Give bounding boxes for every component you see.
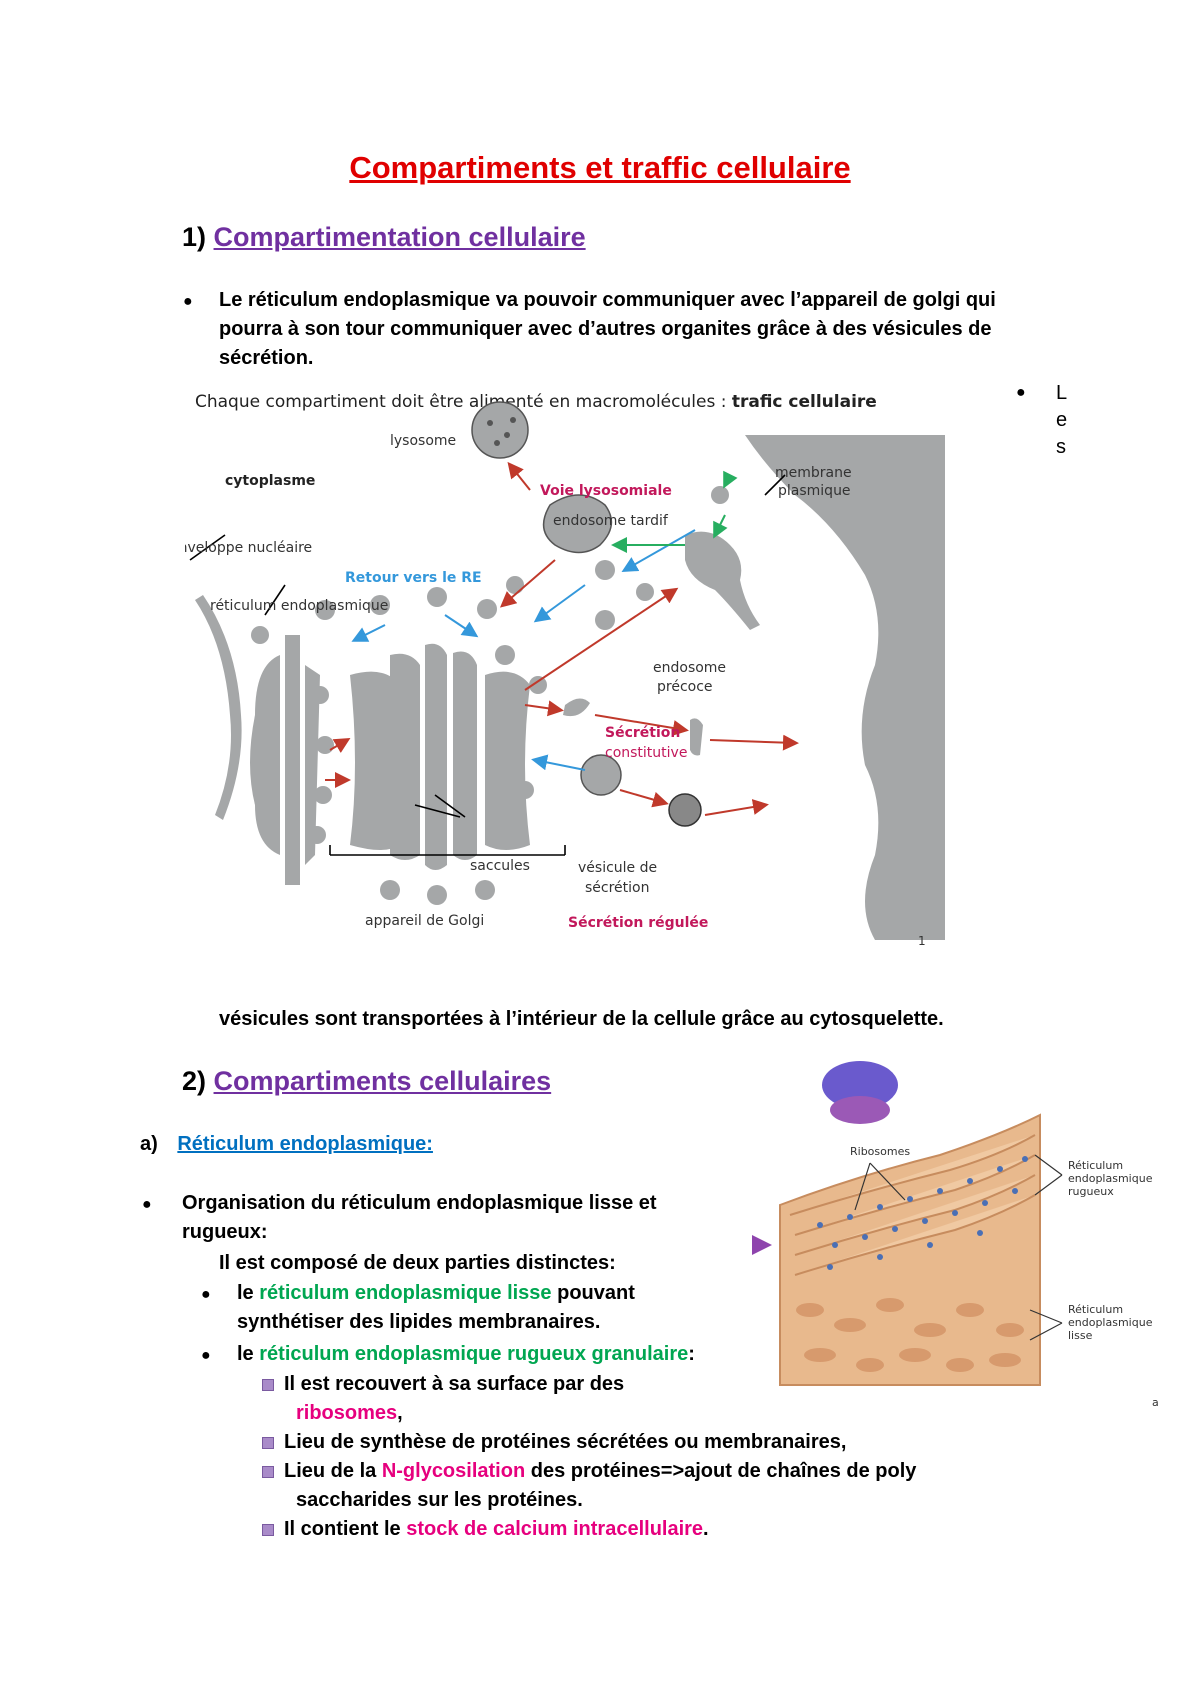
ribosomes-term: ribosomes: [296, 1402, 398, 1424]
golgi-stack: [350, 643, 530, 870]
side-letter: s: [1056, 436, 1066, 458]
rel-bullet: le réticulum endoplasmique lisse pouvant…: [237, 1282, 635, 1333]
section1-line: sécrétion.: [219, 347, 314, 369]
subsection-heading: a) Réticulum endoplasmique:: [140, 1130, 433, 1159]
side-letter: L: [1056, 382, 1068, 404]
nuclear-envelope-shape: [195, 595, 242, 820]
label-constitutive: constitutive: [605, 745, 687, 761]
label-lysosome: lysosome: [390, 433, 456, 449]
label-precoce: précoce: [657, 679, 713, 695]
org-line: rugueux:: [182, 1221, 268, 1243]
subsection-title: Réticulum endoplasmique:: [177, 1133, 433, 1155]
side-letter: e: [1056, 409, 1068, 431]
subsection-letter: a): [140, 1133, 158, 1155]
label-appareil-golgi: appareil de Golgi: [365, 913, 484, 929]
label-rer-3: rugueux: [1068, 1185, 1114, 1198]
label-secretion: Sécrétion: [605, 725, 680, 741]
composed-line: Il est composé de deux parties distincte…: [219, 1252, 616, 1274]
detail-item: Lieu de la N-glycosilation des protéines…: [262, 1457, 916, 1486]
org-line: Organisation du réticulum endoplasmique …: [182, 1192, 657, 1214]
square-bullet-icon: [262, 1378, 274, 1391]
label-rel-2: endoplasmique: [1068, 1316, 1153, 1329]
detail-item: Lieu de synthèse de protéines sécrétées …: [262, 1428, 916, 1457]
bullet-icon: ●: [1016, 384, 1026, 401]
section2-title: Compartiments cellulaires: [213, 1066, 552, 1096]
label-rer: Réticulum: [1068, 1159, 1123, 1172]
label-endosome-tardif: endosome tardif: [553, 513, 669, 529]
figure1-corner-number: 1: [918, 934, 926, 948]
early-endosome-shape: [685, 531, 760, 630]
detail-item: Il est recouvert à sa surface par des: [262, 1370, 916, 1399]
square-bullet-icon: [262, 1436, 274, 1449]
detail-list: Il est recouvert à sa surface par des ri…: [262, 1370, 916, 1544]
label-vesicule: vésicule de: [578, 860, 657, 876]
section1-title: Compartimentation cellulaire: [213, 222, 586, 252]
label-plasmique: plasmique: [778, 483, 851, 499]
label-vesicule-secretion: sécrétion: [585, 880, 649, 896]
section1-number: 1): [182, 222, 207, 252]
label-ribosomes: Ribosomes: [850, 1145, 910, 1158]
label-cytoplasme: cytoplasme: [225, 473, 315, 489]
reticulum-illustration: Ribosomes Réticulum endoplasmique rugueu…: [752, 1061, 1159, 1409]
secretory-vesicle-shape: [580, 754, 622, 796]
section1-line: pourra à son tour communiquer avec d’aut…: [219, 318, 992, 340]
secretory-vesicle-shape: [668, 793, 702, 827]
label-rer-2: endoplasmique: [1068, 1172, 1153, 1185]
label-rel: Réticulum: [1068, 1303, 1123, 1316]
label-saccules: saccules: [470, 858, 530, 874]
label-membrane: membrane: [775, 465, 852, 481]
label-endosome-precoce: endosome: [653, 660, 726, 676]
page-title: Compartiments et traffic cellulaire: [349, 150, 851, 185]
figure1-caption: Chaque compartiment doit être alimenté e…: [195, 392, 877, 412]
label-reticulum: réticulum endoplasmique: [210, 598, 388, 614]
rer-term: réticulum endoplasmique rugueux granulai…: [259, 1343, 689, 1365]
org-paragraph: Organisation du réticulum endoplasmique …: [182, 1189, 657, 1247]
late-endosome-shape: [542, 494, 613, 554]
label-rel-3: lisse: [1068, 1329, 1093, 1342]
glycosilation-term: N-glycosilation: [381, 1460, 526, 1482]
lysosome-shape: [471, 401, 529, 459]
section1-line: Le réticulum endoplasmique va pouvoir co…: [219, 289, 996, 311]
section2-number: 2): [182, 1066, 207, 1096]
side-letters: L e s: [1056, 380, 1067, 461]
plasma-membrane-shape: [745, 435, 945, 940]
section2-heading: 2) Compartiments cellulaires: [182, 1066, 551, 1097]
section1-paragraph: Le réticulum endoplasmique va pouvoir co…: [219, 286, 996, 373]
er-shape: [250, 635, 320, 885]
label-voie-lysosomiale: Voie lysosomiale: [540, 483, 672, 499]
section1-continuation: vésicules sont transportées à l’intérieu…: [219, 1008, 944, 1030]
square-bullet-icon: [262, 1465, 274, 1478]
trafic-cellulaire-diagram: Chaque compartiment doit être alimenté e…: [185, 392, 945, 948]
rer-bullet: le réticulum endoplasmique rugueux granu…: [237, 1343, 695, 1365]
bullet-icon: ●: [183, 293, 193, 310]
rel-term: réticulum endoplasmique lisse: [259, 1282, 552, 1304]
label-enveloppe: enveloppe nucléaire: [185, 540, 312, 556]
bullet-icon: ●: [142, 1196, 152, 1213]
label-secretion-regulee: Sécrétion régulée: [568, 915, 708, 931]
pointer-arrow-icon: [752, 1235, 772, 1255]
calcium-term: stock de calcium intracellulaire: [406, 1518, 704, 1540]
section1-heading: 1) Compartimentation cellulaire: [182, 222, 586, 253]
detail-item: Il contient le stock de calcium intracel…: [262, 1515, 916, 1544]
square-bullet-icon: [262, 1523, 274, 1536]
bullet-icon: ●: [201, 1347, 211, 1364]
bullet-icon: ●: [201, 1286, 211, 1303]
figure2-corner-letter: a: [1152, 1396, 1159, 1409]
label-retour-re: Retour vers le RE: [345, 570, 482, 586]
